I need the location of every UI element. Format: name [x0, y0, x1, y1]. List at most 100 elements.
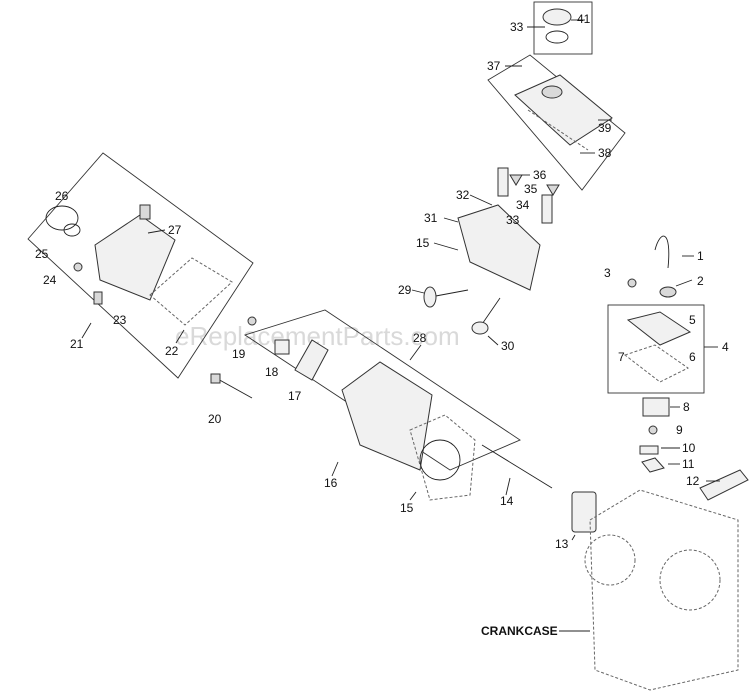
lifter-13: [571, 491, 597, 533]
clamp-2: [659, 286, 677, 298]
leader-13: [571, 534, 576, 541]
callout-30: 30: [501, 339, 515, 353]
screw-3: [627, 278, 637, 288]
callout-19: 19: [232, 347, 246, 361]
callout-21: 21: [70, 337, 84, 351]
callout-32: 32: [456, 188, 470, 202]
callout-27: 27: [168, 223, 182, 237]
callout-18: 18: [265, 365, 279, 379]
breather-gasket-7: [623, 344, 689, 383]
callout-9: 9: [676, 423, 683, 437]
breather-cover-5: [626, 311, 692, 346]
callout-37: 37: [487, 59, 501, 73]
leader-2: [675, 279, 693, 287]
callout-12: 12: [686, 474, 700, 488]
leader-14: [505, 477, 511, 496]
valve-cover-top: [514, 74, 613, 146]
cylinder-head-16: [341, 361, 433, 471]
callout-17: 17: [288, 389, 302, 403]
leader-16: [331, 461, 339, 477]
callout-16: 16: [324, 476, 338, 490]
spring-retainer: [509, 174, 523, 186]
leader-22: [175, 329, 185, 344]
valve-cover-group-frame: [27, 152, 254, 379]
head-bolt-20: [215, 377, 253, 399]
callout-3: 3: [604, 266, 611, 280]
rocker-arm-17: [294, 339, 329, 381]
spring-retainer-2: [546, 184, 560, 196]
callout-15b: 15: [400, 501, 414, 515]
nut-9: [648, 425, 658, 435]
callout-41: 41: [577, 12, 591, 26]
breather-8: [642, 397, 670, 417]
callout-8: 8: [683, 400, 690, 414]
cover-gasket-38: [527, 109, 589, 151]
washer-10: [639, 445, 659, 455]
callout-23: 23: [113, 313, 127, 327]
callout-1: 1: [697, 249, 704, 263]
head-gasket-15: [409, 414, 476, 501]
leader-15b: [409, 491, 417, 501]
callout-38: 38: [598, 146, 612, 160]
pivot-18: [274, 339, 290, 355]
leader-32: [469, 194, 493, 206]
callout-15a: 15: [416, 236, 430, 250]
callout-31: 31: [424, 211, 438, 225]
callout-24: 24: [43, 273, 57, 287]
breather-fitting-27: [139, 204, 151, 220]
callout-33: 33: [506, 213, 520, 227]
o-ring-25: [63, 223, 81, 237]
callout-7: 7: [618, 350, 625, 364]
gasket-bore: [419, 439, 461, 481]
callout-40: 33: [510, 20, 524, 34]
callout-22: 22: [165, 344, 179, 358]
callout-20: 20: [208, 412, 222, 426]
leader-31: [443, 217, 459, 223]
leader-29: [411, 289, 425, 294]
leader-15a: [433, 242, 459, 251]
callout-4: 4: [722, 340, 729, 354]
callout-26: 26: [55, 189, 69, 203]
cover-oil-fill-port: [541, 85, 563, 99]
callout-5: 5: [689, 313, 696, 327]
callout-10: 10: [682, 441, 696, 455]
callout-28: 28: [413, 331, 427, 345]
bracket-12: [699, 469, 749, 501]
callout-2: 2: [697, 274, 704, 288]
crankcase-label: CRANKCASE: [481, 624, 558, 638]
valve-spring-left: [497, 167, 509, 197]
oil-fill-cap-26: [45, 205, 79, 231]
cylinder-head-upper: [457, 204, 541, 291]
oil-cap: [542, 8, 572, 26]
bolt-23: [93, 291, 103, 305]
breather-group-frame: [607, 304, 705, 394]
oil-cap-o-ring: [545, 30, 569, 44]
oil-cap-group-frame: [533, 1, 593, 55]
callout-34: 34: [516, 198, 530, 212]
leader-30: [487, 335, 499, 346]
bolt-19: [247, 316, 257, 326]
callout-6: 6: [689, 350, 696, 364]
push-rod-14: [481, 444, 553, 489]
callout-39: 39: [598, 121, 612, 135]
breather-hose-1: [654, 235, 670, 269]
gasket-22: [149, 257, 233, 326]
crankcase-bore-left: [584, 534, 636, 586]
bracket-11: [641, 457, 665, 473]
callout-14: 14: [500, 494, 514, 508]
top-cover-group-frame: [487, 54, 626, 191]
valve-cover-21: [94, 214, 176, 301]
callout-25: 25: [35, 247, 49, 261]
valve-head-exhaust: [471, 321, 489, 335]
valve-spring-right: [541, 194, 553, 224]
valve-head-intake: [423, 286, 437, 308]
callout-29: 29: [398, 283, 412, 297]
crankcase-outline: [589, 489, 739, 691]
leader-28: [409, 344, 422, 361]
callout-11: 11: [682, 457, 695, 471]
leader-27: [147, 229, 166, 234]
callout-36: 36: [533, 168, 547, 182]
callout-13: 13: [555, 537, 569, 551]
